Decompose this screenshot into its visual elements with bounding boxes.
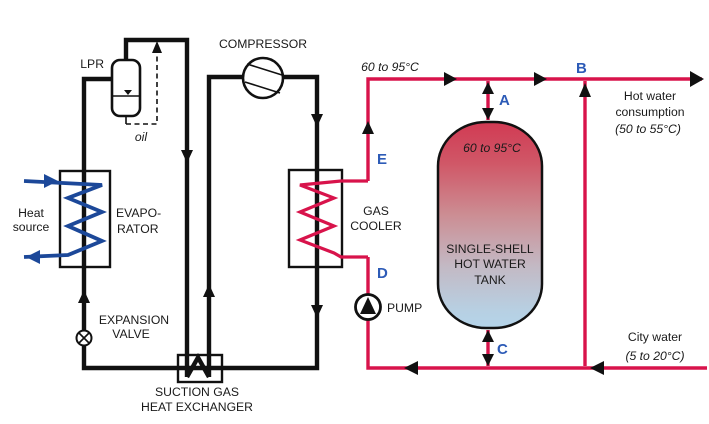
refrigerant-pipe-main-loop [81, 74, 320, 371]
point-a-label: A [499, 92, 510, 109]
evaporator-label-line2: RATOR [117, 222, 159, 236]
refrigerant-pipe-hx-to-compressor [206, 74, 245, 377]
tank-name-line1: SINGLE-SHELL [446, 242, 534, 256]
hot-water-consumption-line2: consumption [615, 105, 684, 119]
oil-label: oil [135, 130, 147, 144]
heat-source-label-line2: source [13, 220, 50, 234]
flow-arrow-right-supply-2 [534, 72, 547, 86]
heat-source-inlet-arrow [44, 174, 58, 188]
suction-hx-coil [185, 353, 211, 379]
compressor-label: COMPRESSOR [219, 37, 307, 51]
evaporator-coil-heat-source-line [23, 179, 107, 259]
heat-source-label-line1: Heat [18, 206, 44, 220]
gas-cooler-coil [295, 179, 368, 259]
flow-arrow-down-gas-cooler-outlet [311, 305, 323, 318]
hot-water-temp-label: (50 to 55°C) [615, 122, 681, 136]
expansion-valve-label-line2: VALVE [112, 327, 149, 341]
hot-water-tank [436, 120, 544, 330]
compressor-symbol [241, 56, 285, 100]
heat-source-outlet-arrow [26, 250, 40, 264]
oil-return-line [126, 47, 158, 125]
tank-bottom-arrow-down [482, 354, 494, 366]
city-water-temp-label: (5 to 20°C) [625, 349, 684, 363]
flow-arrow-up-e-line [362, 121, 374, 134]
tank-bottom-arrow-up [482, 330, 494, 342]
refrigerant-pipe-lpr-to-hx [123, 37, 190, 377]
flow-arrow-up-suction-line [203, 284, 215, 297]
lpr-label: LPR [80, 57, 104, 71]
pump-impeller-icon [360, 297, 376, 314]
point-d-label: D [377, 265, 388, 282]
gas-cooler-label-line2: COOLER [350, 219, 402, 233]
point-e-label: E [377, 151, 387, 168]
expansion-valve-cross [78, 332, 90, 344]
flow-arrow-up-expansion-line [78, 290, 90, 303]
flow-arrow-city-water-in [590, 361, 604, 375]
suction-hx-label-line1: SUCTION GAS [155, 385, 239, 399]
supply-temp-label: 60 to 95°C [361, 60, 419, 74]
tank-temp-label: 60 to 95°C [463, 141, 521, 155]
tank-top-arrow-up [482, 82, 494, 94]
lpr-vessel [110, 58, 142, 118]
hot-water-consumption-line1: Hot water [624, 89, 676, 103]
gas-cooler-label-line1: GAS [363, 204, 389, 218]
evaporator-label-line1: EVAPO- [116, 206, 161, 220]
point-c-label: C [497, 341, 508, 358]
compressor-blades [244, 63, 283, 94]
flow-arrow-up-bypass [579, 83, 591, 97]
flow-arrow-down-compressor-discharge [311, 114, 323, 127]
expansion-valve-label-line1: EXPANSION [99, 313, 169, 327]
oil-return-arrow [152, 41, 162, 53]
tank-top-arrow-down [482, 108, 494, 120]
city-water-label: City water [628, 330, 682, 344]
lpr-level-marker-icon [124, 90, 132, 95]
suction-hx-label-line2: HEAT EXCHANGER [141, 400, 253, 414]
hot-water-supply-pipe [366, 77, 702, 181]
flow-arrow-hot-water-out [690, 71, 704, 87]
flow-arrow-down-lpr-line [181, 150, 193, 163]
point-b-label: B [576, 60, 587, 77]
flow-arrow-left-return [404, 361, 418, 375]
tank-name-line2: HOT WATER [454, 257, 526, 271]
pump-label: PUMP [387, 301, 422, 315]
tank-name-line3: TANK [474, 273, 506, 287]
flow-arrow-right-supply-1 [444, 72, 457, 86]
